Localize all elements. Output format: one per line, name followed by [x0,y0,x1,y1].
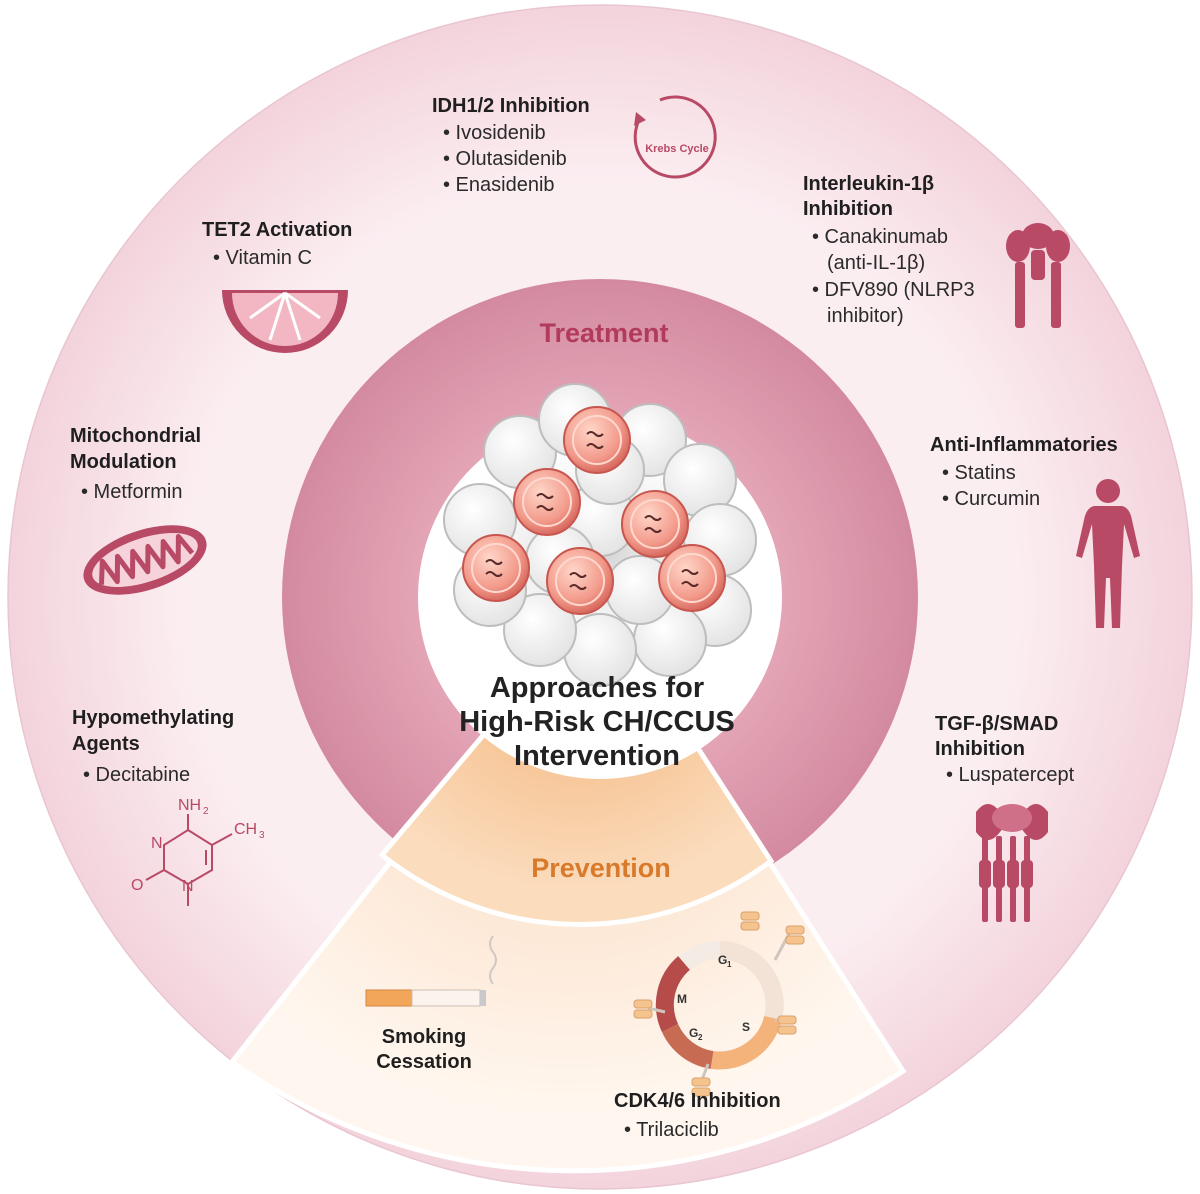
drug-item: inhibitor) [827,305,904,327]
prevention-label: Prevention [531,853,671,883]
drug-item: • Ivosidenib [443,122,546,144]
approach-heading: Hypomethylating [72,707,234,729]
approach-heading: Anti-Inflammatories [930,434,1118,456]
approach-heading: Smoking [382,1026,466,1048]
chem-atom-label: N [182,878,194,895]
decitabine-structure-icon: NH 2 CH 3 N O N [131,797,265,906]
mutant-cell [563,406,631,474]
chem-atom-label: 3 [259,830,265,841]
mutant-cell [513,468,581,536]
mitochondrial-modulation-block: Mitochondrial Modulation • Metformin [70,425,207,595]
mutant-cell [462,534,530,602]
drug-item: (anti-IL-1β) [827,252,925,274]
cell-cycle-phase-label: G [718,953,727,967]
mutant-cell [658,544,726,612]
chem-atom-label: CH [234,821,257,838]
cell-cycle-phase-label: 1 [727,960,732,969]
mutant-cell [546,547,614,615]
cell-cycle-phase-label: M [677,992,687,1006]
approach-heading: Mitochondrial [70,425,201,447]
chem-atom-label: NH [178,797,201,814]
hypomethylating-agents-block: Hypomethylating Agents • Decitabine NH 2… [72,707,265,906]
center-title: Approaches for High-Risk CH/CCUS Interve… [459,672,735,772]
cell-cluster-illustration [437,383,757,687]
approach-heading: CDK4/6 Inhibition [614,1090,781,1112]
human-body-icon [1076,479,1140,628]
drug-item: • Decitabine [83,764,190,786]
smoking-cessation-block: Smoking Cessation [365,935,497,1073]
approach-heading: Cessation [376,1051,472,1073]
approach-heading: Inhibition [803,198,893,220]
drug-item: • Olutasidenib [443,148,567,170]
drug-item: • Statins [942,462,1016,484]
approach-heading: Modulation [70,451,177,473]
center-title-line: Intervention [514,740,680,772]
treatment-label: Treatment [539,318,668,348]
approach-heading: TET2 Activation [202,219,352,241]
cigarette-icon [365,935,497,1007]
center-title-line: High-Risk CH/CCUS [459,706,735,738]
cdk46-inhibition-block: G 1 S G 2 M CDK4/6 Inhibition • Trilacic… [614,911,805,1141]
approach-heading: Interleukin-1β [803,173,934,195]
anti-inflammatories-block: Anti-Inflammatories • Statins • Curcumin [930,434,1140,628]
cell-cycle-phase-label: G [689,1026,698,1040]
tgf-smad-inhibition-block: TGF-β/SMAD Inhibition • Luspatercept [935,713,1075,922]
krebs-cycle-label: Krebs Cycle [645,143,709,155]
tet2-activation-block: TET2 Activation • Vitamin C [202,219,352,353]
chem-atom-label: N [151,835,163,852]
cell-cycle-icon: G 1 S G 2 M [633,911,805,1097]
approach-heading: IDH1/2 Inhibition [432,95,590,117]
mitochondrion-icon [83,525,207,595]
citrus-slice-icon [222,290,348,353]
receptor-icon [1006,223,1070,328]
cell-cycle-phase-label: 2 [698,1033,703,1042]
chem-atom-label: O [131,877,143,894]
tgf-receptor-icon [976,804,1048,922]
approach-heading: Inhibition [935,738,1025,760]
drug-item: • Enasidenib [443,174,555,196]
drug-item: • DFV890 (NLRP3 [812,279,975,301]
drug-item: • Curcumin [942,488,1040,510]
drug-item: • Luspatercept [946,764,1075,786]
il1b-inhibition-block: Interleukin-1β Inhibition • Canakinumab … [803,173,1070,328]
idh-inhibition-block: IDH1/2 Inhibition • Ivosidenib • Olutasi… [432,95,717,196]
center-title-line: Approaches for [490,672,704,704]
drug-item: • Trilaciclib [624,1119,719,1141]
cell-cycle-phase-label: S [742,1020,750,1034]
drug-item: • Vitamin C [213,247,312,269]
approach-heading: TGF-β/SMAD [935,713,1058,735]
mutant-cell [621,490,689,558]
drug-item: • Canakinumab [812,226,948,248]
drug-item: • Metformin [81,481,182,503]
chem-atom-label: 2 [203,806,209,817]
krebs-cycle-icon: Krebs Cycle [633,95,717,179]
approach-heading: Agents [72,733,140,755]
